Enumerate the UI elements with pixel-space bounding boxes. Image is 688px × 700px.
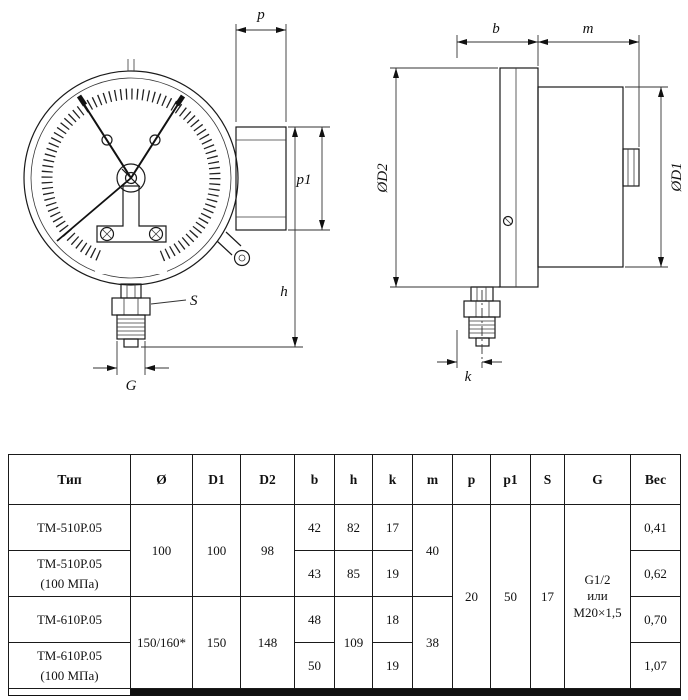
hub-inner — [124, 171, 138, 185]
gauge-bezel-circle — [30, 77, 232, 279]
pointer-bracket — [96, 185, 167, 243]
hex-nut — [111, 297, 151, 316]
side-view: b m ØD2 ØD1 — [375, 21, 685, 385]
cell-ves-r4: 1,07 — [630, 642, 681, 689]
bezel-flange — [499, 67, 539, 288]
dim-p1: p1 — [288, 126, 330, 231]
dim-h-label: h — [280, 284, 288, 300]
dim-p: p — [235, 7, 287, 122]
cutoff-cell-black — [130, 688, 681, 696]
gauge-case-circle — [23, 70, 239, 286]
dim-b-label: b — [492, 21, 500, 37]
connection-stem — [111, 283, 151, 348]
col-header-p1: p1 — [490, 454, 531, 505]
cell-p: 20 — [452, 504, 491, 689]
cell-type-r3: ТМ-610Р.05 — [8, 596, 131, 643]
cell-d1-r3: 150 — [192, 596, 241, 689]
cell-ves-r3: 0,70 — [630, 596, 681, 643]
cell-g: G1/2 или М20×1,5 — [564, 504, 631, 689]
cell-s: 17 — [530, 504, 565, 689]
cell-diameter-r1: 100 — [130, 504, 193, 597]
terminal-box — [235, 126, 287, 231]
cell-k-r1: 17 — [372, 504, 413, 551]
col-header-g: G — [564, 454, 631, 505]
dim-p1-label: p1 — [296, 172, 312, 188]
dimensions-table: Тип Ø D1 D2 b h k m p p1 S G Вес ТМ-510Р… — [8, 454, 681, 696]
dim-b: b — [456, 21, 539, 66]
cell-m-r1: 40 — [412, 504, 453, 597]
col-header-d1: D1 — [192, 454, 241, 505]
cell-b-r3: 48 — [294, 596, 335, 643]
cell-type-r1: ТМ-510Р.05 — [8, 504, 131, 551]
stem-tip — [123, 338, 139, 348]
cell-d2-r1: 98 — [240, 504, 295, 597]
dim-D1: ØD1 — [625, 86, 685, 268]
col-header-ves: Вес — [630, 454, 681, 505]
col-header-k: k — [372, 454, 413, 505]
front-view: p p1 h S — [23, 7, 330, 394]
cell-b-r2: 43 — [294, 550, 335, 597]
dim-k-label: k — [465, 369, 472, 385]
hub-outer — [116, 163, 146, 193]
cell-k-r2: 19 — [372, 550, 413, 597]
table-cutoff-row — [8, 688, 681, 696]
dim-S: S — [150, 293, 198, 309]
cell-b-r4: 50 — [294, 642, 335, 689]
dim-p-label: p — [256, 7, 265, 23]
dim-G: G — [93, 341, 169, 394]
cell-h-r1: 82 — [334, 504, 373, 551]
col-header-d2: D2 — [240, 454, 295, 505]
dial-ticks — [41, 88, 221, 268]
dim-D1-label: ØD1 — [669, 162, 685, 192]
dim-G-label: G — [126, 378, 137, 394]
case-body — [537, 86, 624, 268]
table-row-1: ТМ-510Р.05 100 100 98 42 82 17 40 20 50 … — [8, 504, 681, 689]
back-connector — [622, 148, 640, 187]
cell-type-r2: ТМ-510Р.05 (100 МПа) — [8, 550, 131, 597]
cell-diameter-r3: 150/160* — [130, 596, 193, 689]
cell-k-r4: 19 — [372, 642, 413, 689]
dim-k: k — [437, 290, 502, 385]
cell-b-r1: 42 — [294, 504, 335, 551]
cell-type-r4: ТМ-610Р.05 (100 МПа) — [8, 642, 131, 689]
main-needle — [56, 177, 132, 242]
cell-h-r3: 109 — [334, 596, 373, 689]
cell-ves-r1: 0,41 — [630, 504, 681, 551]
dim-h: h — [141, 127, 303, 348]
technical-drawing: p p1 h S — [23, 7, 685, 394]
dim-S-label: S — [190, 293, 198, 309]
col-header-h: h — [334, 454, 373, 505]
col-header-s: S — [530, 454, 565, 505]
dim-D2-label: ØD2 — [375, 163, 391, 194]
table-row-4: ТМ-610Р.05 (100 МПа) 50 19 1,07 — [8, 642, 681, 689]
col-header-diameter: Ø — [130, 454, 193, 505]
col-header-m: m — [412, 454, 453, 505]
col-header-b: b — [294, 454, 335, 505]
dim-D2: ØD2 — [375, 67, 498, 288]
adjust-screw-left — [99, 226, 115, 242]
dial-bottom-gap — [94, 178, 168, 274]
table-header-row: Тип Ø D1 D2 b h k m p p1 S G Вес — [8, 454, 681, 505]
cutoff-cell-white — [8, 688, 131, 696]
cable-gland — [216, 231, 251, 267]
col-header-type: Тип — [8, 454, 131, 505]
dim-m-label: m — [583, 21, 594, 37]
cell-h-r2: 85 — [334, 550, 373, 597]
cell-d1-r1: 100 — [192, 504, 241, 597]
cell-d2-r3: 148 — [240, 596, 295, 689]
cell-ves-r2: 0,62 — [630, 550, 681, 597]
setpoint-pointer-left — [76, 94, 132, 179]
cell-m-r3: 38 — [412, 596, 453, 689]
side-stem-tip — [475, 337, 490, 347]
col-header-p: p — [452, 454, 491, 505]
hub-slot — [121, 168, 141, 188]
cell-k-r3: 18 — [372, 596, 413, 643]
dim-m: m — [538, 21, 640, 147]
setpoint-pointer-right — [130, 94, 186, 179]
adjust-screw-right — [148, 226, 164, 242]
case-screw — [502, 215, 514, 227]
cell-p1: 50 — [490, 504, 531, 689]
